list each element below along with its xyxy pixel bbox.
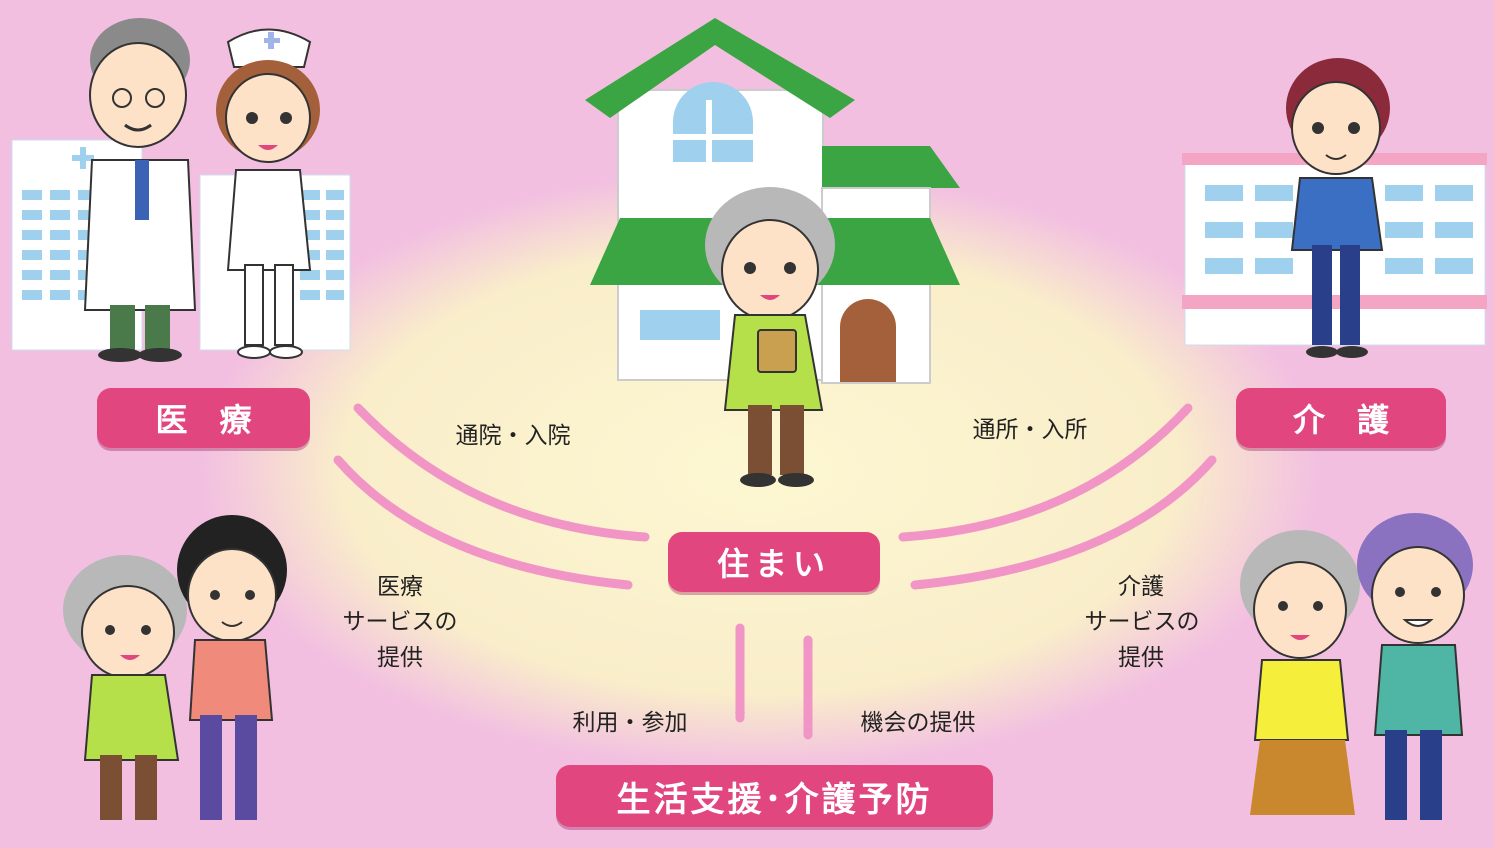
housing-box: 住まい	[668, 532, 880, 592]
arrow-medical-to-housing	[333, 455, 633, 590]
arrows	[333, 403, 1217, 740]
caregiver-illustration	[1286, 58, 1390, 358]
care-box: 介 護	[1236, 388, 1446, 448]
medical-service-line-1: 医療	[377, 574, 423, 600]
care-box-label: 介 護	[1292, 401, 1389, 439]
elderly-with-helper-illustration	[63, 515, 287, 820]
label-facility-visit: 通所・入所	[972, 417, 1088, 443]
label-use-participation: 利用・参加	[572, 710, 688, 736]
support-box: 生活支援･介護予防	[556, 765, 993, 827]
care-service-line-2: サービスの	[1084, 609, 1200, 635]
medical-box-label: 医 療	[155, 401, 252, 439]
arrow-housing-to-medical	[353, 403, 650, 542]
label-opportunity: 機会の提供	[860, 710, 976, 736]
elderly-couple-illustration	[1240, 513, 1473, 820]
medical-box: 医 療	[97, 388, 310, 448]
support-box-label: 生活支援･介護予防	[616, 779, 933, 820]
label-hospital-visit: 通院・入院	[455, 423, 571, 449]
arrow-care-to-housing	[910, 455, 1217, 590]
medical-service-line-2: サービスの	[342, 609, 458, 635]
care-service-line-1: 介護	[1118, 574, 1164, 600]
doctor-illustration	[83, 18, 197, 362]
nurse-illustration	[216, 28, 320, 359]
housing-box-label: 住まい	[716, 545, 831, 583]
arrow-housing-to-care	[898, 403, 1193, 542]
medical-service-line-3: 提供	[377, 645, 423, 671]
elderly-woman-illustration	[705, 187, 835, 487]
care-service-line-3: 提供	[1118, 645, 1164, 671]
